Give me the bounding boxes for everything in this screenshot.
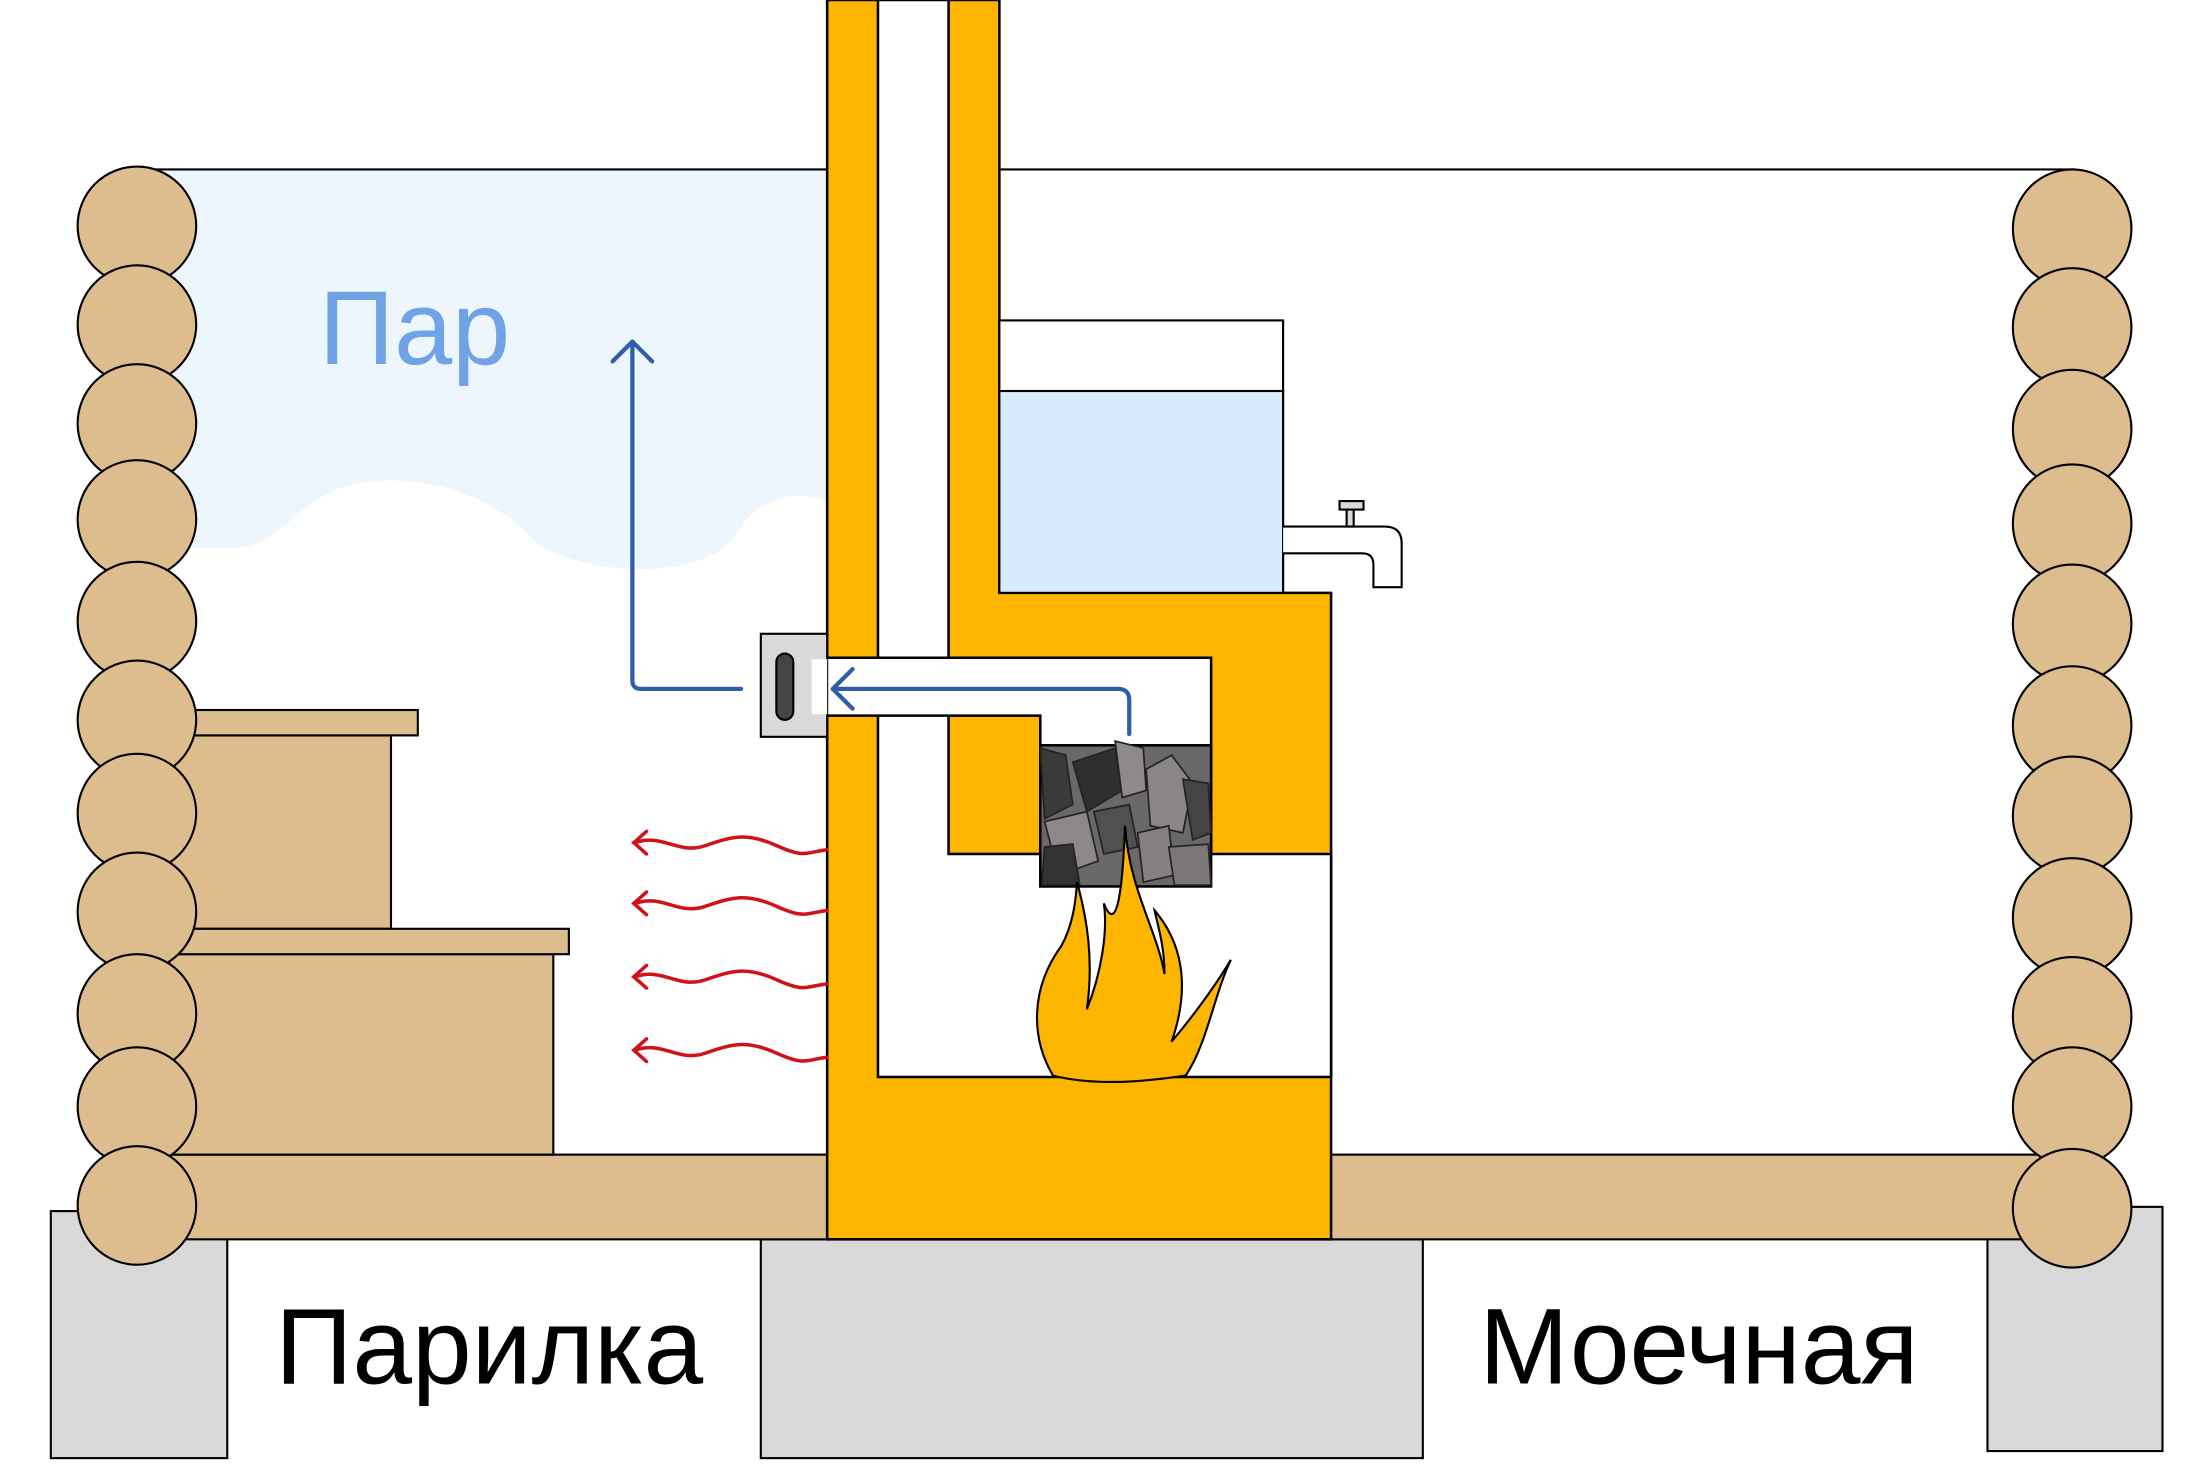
flame-icon bbox=[1035, 825, 1232, 1084]
air-flow-arrow bbox=[610, 339, 1132, 737]
water-tank bbox=[998, 319, 1285, 594]
steam-label: Пар bbox=[319, 270, 510, 387]
stones bbox=[1039, 739, 1213, 888]
steam-room-label: Парилка bbox=[275, 1286, 703, 1406]
heat-waves bbox=[631, 829, 829, 1064]
right-log-wall bbox=[2011, 168, 2133, 1269]
bench bbox=[168, 708, 570, 1156]
left-log-wall bbox=[76, 165, 198, 1266]
vent-slot bbox=[775, 652, 795, 721]
washing-room-label: Моечная bbox=[1479, 1286, 1918, 1406]
tap-icon bbox=[1283, 500, 1403, 589]
steam-cloud bbox=[141, 169, 828, 570]
